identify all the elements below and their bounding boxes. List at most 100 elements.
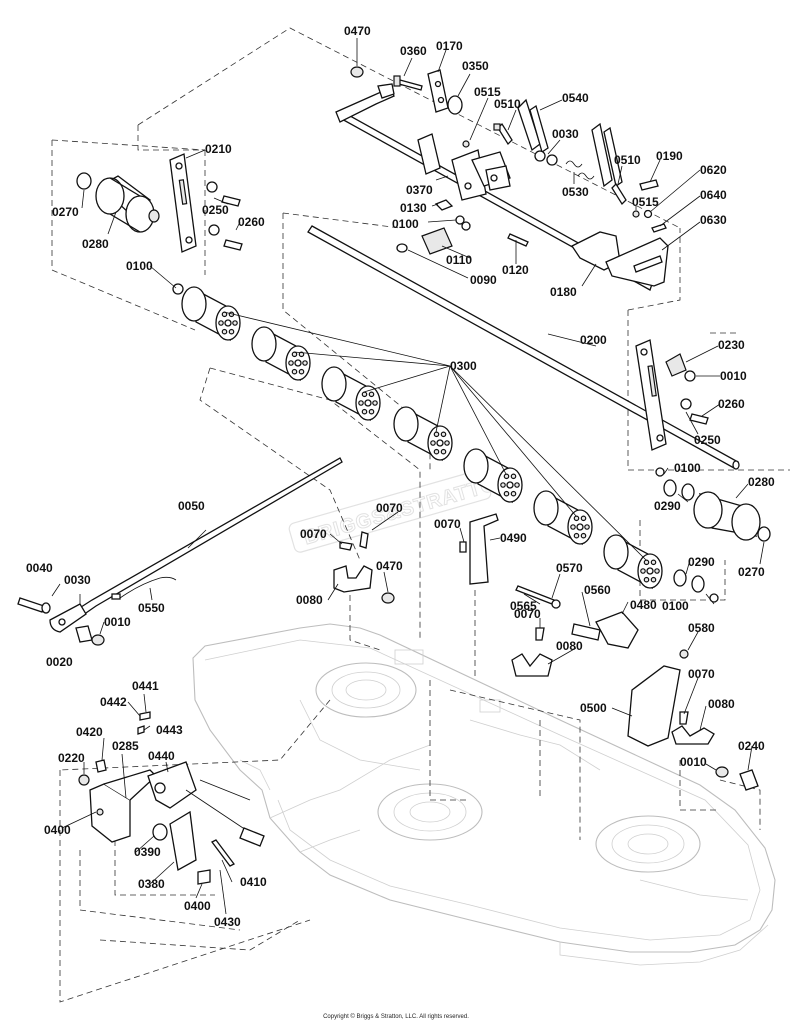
middle-mount-parts [327,511,759,791]
label-0350: 0350 [462,59,489,73]
label-0300: 0300 [450,359,477,373]
label-0100-center: 0100 [392,217,419,231]
label-0540: 0540 [562,91,589,105]
label-0170: 0170 [436,39,463,53]
label-0490: 0490 [500,531,527,545]
label-0270-left: 0270 [52,205,79,219]
label-0470-mid: 0470 [376,559,403,573]
label-0030-top: 0030 [552,127,579,141]
label-0580: 0580 [688,621,715,635]
label-0200: 0200 [580,333,607,347]
label-0360: 0360 [400,44,427,58]
label-0080-b: 0080 [556,639,583,653]
label-0550: 0550 [138,601,165,615]
label-0070-e: 0070 [688,667,715,681]
label-0070-a: 0070 [376,501,403,515]
label-0020: 0020 [46,655,73,669]
label-0080-a: 0080 [296,593,323,607]
roller-leader-line [435,365,451,433]
label-0030-left: 0030 [64,573,91,587]
roller-0300 [251,326,451,382]
label-0280-left: 0280 [82,237,109,251]
label-0260-left: 0260 [238,215,265,229]
label-0090: 0090 [470,273,497,287]
label-0250-right: 0250 [694,433,721,447]
label-0080-c: 0080 [708,697,735,711]
label-0530: 0530 [562,185,589,199]
part-number-labels: 0470 0360 0170 0350 0515 0510 0540 0030 … [26,24,775,929]
label-0070-b: 0070 [300,527,327,541]
label-0380: 0380 [138,877,165,891]
lift-linkage-assembly [335,38,701,291]
label-0270-right: 0270 [738,565,765,579]
label-0640: 0640 [700,188,727,202]
label-0285: 0285 [112,739,139,753]
rollers-0300 [181,286,663,590]
copyright-text: Copyright © Briggs & Stratton, LLC. All … [323,1013,469,1020]
label-0515-top: 0515 [474,85,501,99]
label-0240: 0240 [738,739,765,753]
roller-0300 [321,365,451,422]
label-0420: 0420 [76,725,103,739]
label-0010-lower-right: 0010 [680,755,707,769]
roller-leader-line [449,365,507,475]
label-0440: 0440 [148,749,175,763]
label-0400-lower: 0400 [184,899,211,913]
label-0620: 0620 [700,163,727,177]
roller-0300 [181,286,451,367]
label-0370: 0370 [406,183,433,197]
roller-leader-line [449,365,647,561]
roller-leader-line [223,311,451,367]
right-roller-assembly [635,339,771,605]
label-0070-c: 0070 [434,517,461,531]
label-0442: 0442 [100,695,127,709]
label-0100-left: 0100 [126,259,153,273]
switch-assembly [61,693,265,915]
label-0260-right: 0260 [718,397,745,411]
label-0470: 0470 [344,24,371,38]
label-0430: 0430 [214,915,241,929]
label-0040: 0040 [26,561,53,575]
label-0010-left: 0010 [104,615,131,629]
label-0565: 0565 [510,599,537,613]
label-0250-left: 0250 [202,203,229,217]
label-0050: 0050 [178,499,205,513]
roller-0300 [393,365,453,462]
label-0570: 0570 [556,561,583,575]
label-0390: 0390 [134,845,161,859]
label-0290-lower: 0290 [688,555,715,569]
label-0100-right: 0100 [674,461,701,475]
label-0630: 0630 [700,213,727,227]
roller-leader-line [363,365,451,393]
label-0443: 0443 [156,723,183,737]
label-0130: 0130 [400,201,427,215]
label-0190: 0190 [656,149,683,163]
label-0180: 0180 [550,285,577,299]
label-0100-lower-right: 0100 [662,599,689,613]
label-0480: 0480 [630,598,657,612]
roller-0300 [449,365,523,504]
label-0070-d: 0070 [514,607,541,621]
shaft-0200 [307,225,740,470]
label-0220: 0220 [58,751,85,765]
mower-deck-outline [192,623,776,966]
lower-link-0050 [17,457,343,646]
label-0500: 0500 [580,701,607,715]
label-0120: 0120 [502,263,529,277]
label-0515-right: 0515 [632,195,659,209]
label-0560: 0560 [584,583,611,597]
label-0230: 0230 [718,338,745,352]
left-roller-assembly [76,149,243,295]
label-0290-upper: 0290 [654,499,681,513]
label-0280-right: 0280 [748,475,775,489]
label-0441: 0441 [132,679,159,693]
label-0400-left: 0400 [44,823,71,837]
label-0410: 0410 [240,875,267,889]
roller-leader-line [293,351,451,367]
label-0510-top: 0510 [494,97,521,111]
label-0110: 0110 [446,253,472,267]
roller-leader-line [449,365,577,517]
roller-0300 [449,365,663,590]
